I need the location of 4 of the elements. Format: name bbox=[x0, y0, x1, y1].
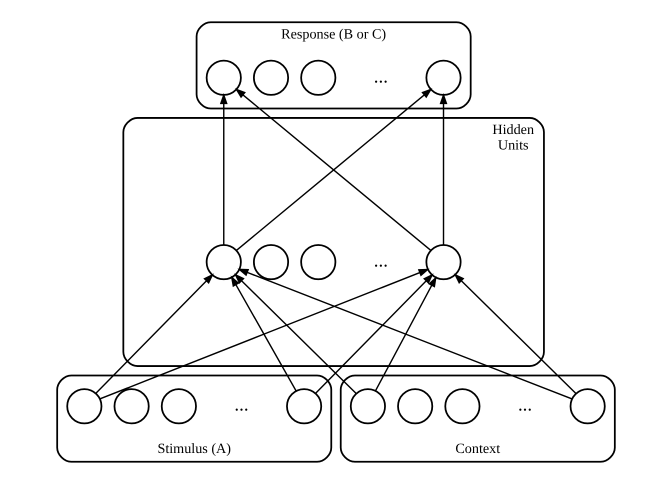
label: ... bbox=[373, 250, 388, 272]
label: ... bbox=[517, 394, 532, 416]
label: ... bbox=[373, 66, 388, 88]
label: ... bbox=[234, 394, 248, 416]
